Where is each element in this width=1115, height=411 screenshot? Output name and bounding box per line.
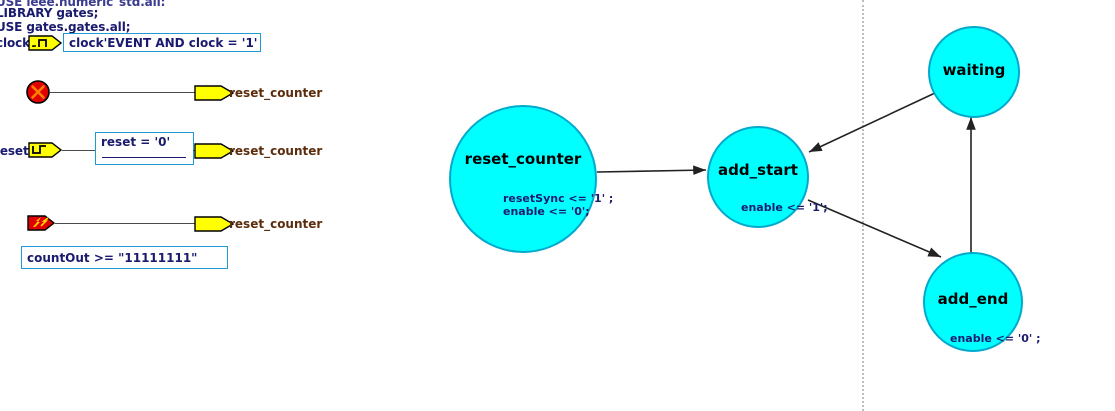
- falling-edge-icon[interactable]: [28, 141, 64, 159]
- red-x-circle-icon[interactable]: [25, 79, 51, 105]
- edge-waiting-to-addstart: [808, 92, 936, 153]
- code-line-2: USE gates.gates.all;: [0, 20, 131, 34]
- yellow-arrow-tag-icon-3[interactable]: [194, 214, 236, 234]
- code-line-1: LIBRARY gates;: [0, 6, 99, 20]
- red-lightning-flag-icon[interactable]: [27, 213, 57, 233]
- reset-condition-text: reset = '0': [101, 135, 171, 149]
- countout-condition-box[interactable]: countOut >= "11111111": [21, 246, 228, 269]
- countout-condition-text: countOut >= "11111111": [27, 250, 198, 265]
- state-node-waiting[interactable]: [928, 26, 1020, 118]
- transition-target-label-1: reset_counter: [229, 86, 323, 100]
- clock-condition-box[interactable]: clock'EVENT AND clock = '1': [63, 33, 261, 52]
- state-label-reset-counter: reset_counter: [464, 150, 582, 168]
- code-line-0: USE ieee.numeric_std.all;: [0, 0, 165, 6]
- reset-signal-label: reset: [0, 144, 29, 158]
- state-label-add-start: add_start: [718, 161, 798, 179]
- rising-edge-icon[interactable]: [28, 34, 64, 52]
- state-action-reset-counter-0: resetSync <= '1' ;: [503, 192, 614, 205]
- state-label-waiting: waiting: [942, 61, 1006, 79]
- state-action-add-start-0: enable <= '1';: [741, 201, 828, 214]
- state-action-add-end-0: enable <= '0' ;: [950, 332, 1041, 345]
- wire-row-1: [50, 92, 197, 93]
- reset-condition-underline: [102, 157, 186, 158]
- clock-condition-text: clock'EVENT AND clock = '1': [69, 35, 258, 50]
- edge-reset-to-addstart: [596, 165, 707, 176]
- clock-signal-label: clock: [0, 36, 31, 50]
- pane-divider: [862, 0, 864, 411]
- transition-target-label-3: reset_counter: [229, 217, 323, 231]
- wire-row-3: [55, 223, 200, 224]
- wire-row-2-left: [62, 150, 96, 151]
- state-label-add-end: add_end: [937, 290, 1009, 308]
- transition-target-label-2: reset_counter: [229, 144, 323, 158]
- reset-condition-box[interactable]: reset = '0': [95, 132, 194, 165]
- state-node-reset-counter[interactable]: [449, 105, 597, 253]
- state-node-add-end[interactable]: [923, 252, 1023, 352]
- yellow-arrow-tag-icon-1[interactable]: [194, 83, 236, 103]
- edge-addstart-to-addend: [807, 199, 942, 258]
- state-action-reset-counter-1: enable <= '0';: [503, 205, 590, 218]
- yellow-arrow-tag-icon-2[interactable]: [194, 141, 236, 161]
- state-node-add-start[interactable]: [707, 126, 809, 228]
